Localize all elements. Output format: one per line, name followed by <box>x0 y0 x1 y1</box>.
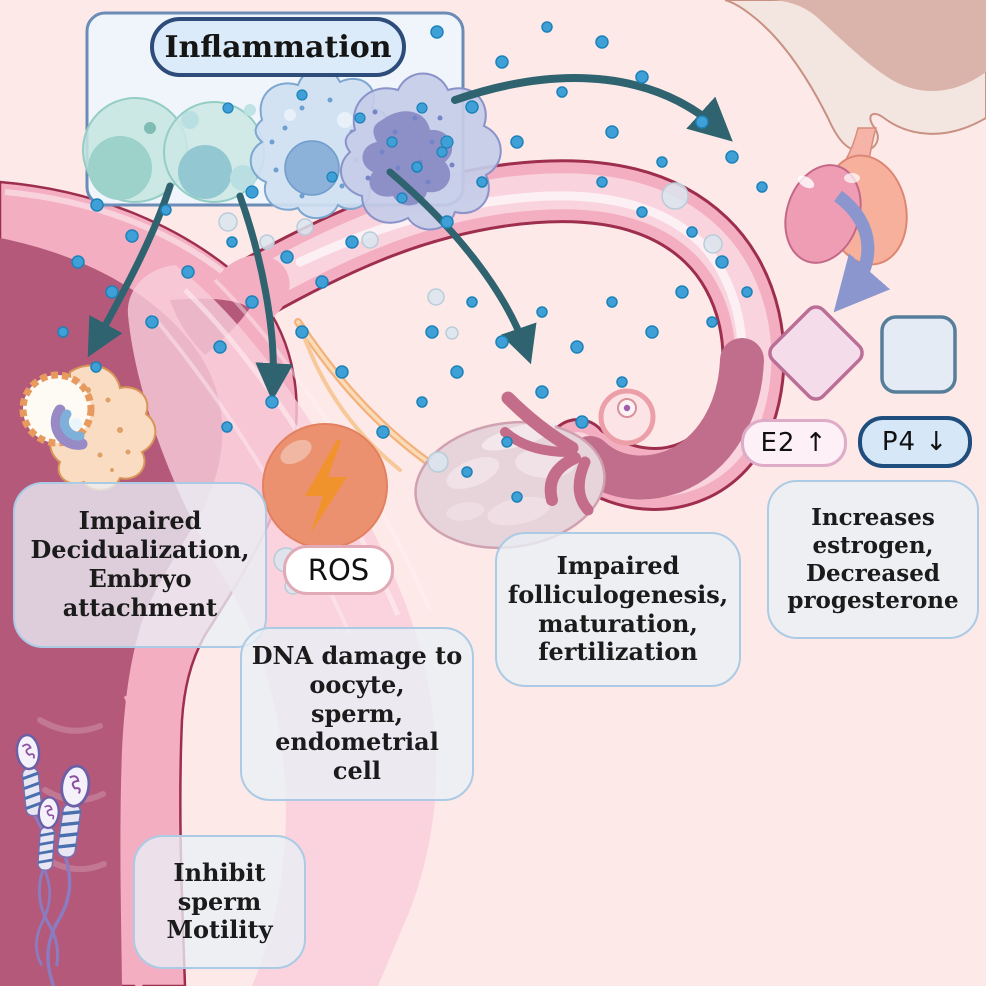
arrow-to-pituitary <box>451 74 733 142</box>
p4-square <box>880 315 957 394</box>
ovarian-ligament <box>294 318 432 472</box>
pituitary-gland <box>724 0 986 266</box>
ros-circle <box>262 423 388 549</box>
t-cell <box>82 97 188 203</box>
arrow-to-ovary <box>386 168 537 365</box>
effect-box-dna-damage: DNA damage to oocyte, sperm, endometrial… <box>240 627 474 801</box>
fimbriae <box>500 391 594 516</box>
embryo-implantation <box>19 364 157 491</box>
effect-box-decidualization: Impaired Decidualization, Embryo attachm… <box>13 482 267 648</box>
ros-label: ROS <box>283 545 394 595</box>
arrow-pituitary-to-hormones <box>833 190 891 313</box>
oocyte-in-tube <box>598 388 656 446</box>
e2-diamond <box>768 305 864 401</box>
p4-marker-label: P4 ↓ <box>858 416 972 468</box>
lymphocyte-cell <box>163 101 265 203</box>
cytokine-dots <box>57 21 768 503</box>
effect-box-hormones: Increases estrogen, Decreased progestero… <box>767 480 979 639</box>
lightning-bolt-icon <box>305 440 347 534</box>
sperm-cells <box>15 733 91 986</box>
arrow-to-ros <box>236 192 294 402</box>
cell-vesicles <box>222 89 454 199</box>
e2-marker-label: E2 ↑ <box>741 419 847 467</box>
effect-box-sperm-motility: Inhibit sperm Motility <box>133 835 306 969</box>
effect-box-folliculogenesis: Impaired folliculogenesis, maturation, f… <box>495 532 741 687</box>
inflammation-label: Inflammation <box>150 17 406 77</box>
neutrophil-cell <box>340 72 502 231</box>
